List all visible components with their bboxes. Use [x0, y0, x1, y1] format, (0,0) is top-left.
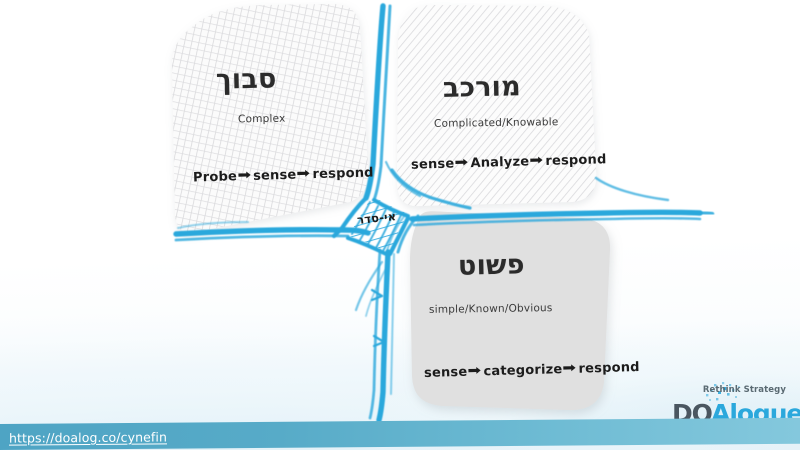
arrow-icon: ➡: [454, 155, 469, 171]
url-bar: https://doalog.co/cynefin: [0, 424, 800, 450]
quadrant-title-complicated: מורכב: [442, 71, 522, 104]
quadrant-subtitle-complicated: Complicated/Knowable: [433, 116, 559, 130]
flow-step-respond: respond: [312, 165, 374, 183]
flow-step-sense: sense: [410, 156, 455, 173]
arrow-icon: ➡: [467, 363, 482, 379]
url-link[interactable]: https://doalog.co/cynefin: [9, 428, 167, 446]
cynefin-blue-boundaries: [173, 3, 703, 423]
flow-step-respond: respond: [545, 152, 607, 169]
quadrant-complex-shape: [171, 4, 369, 233]
logo-tagline: Rethink Strategy: [702, 385, 786, 395]
quadrant-subtitle-complex: Complex: [237, 112, 286, 126]
flow-step-categorize: categorize: [483, 362, 563, 380]
flow-step-sense: sense: [252, 167, 297, 184]
arrow-icon: ➡: [562, 360, 577, 377]
flow-step-respond: respond: [578, 359, 640, 377]
arrow-icon: ➡: [296, 166, 311, 182]
logo-particles-icon: [706, 382, 740, 401]
quadrant-title-complex: סבוך: [215, 63, 277, 96]
flow-step-sense: sense: [423, 364, 468, 382]
flow-step-analyze: Analyze: [470, 154, 530, 172]
flow-step-probe: Probe: [192, 169, 238, 186]
arrow-icon: ➡: [529, 153, 544, 169]
quadrant-complicated-shape: [397, 5, 597, 207]
arrow-icon: ➡: [237, 167, 252, 184]
quadrant-subtitle-simple: simple/Known/Obvious: [428, 302, 553, 316]
quadrant-title-simple: פשוט: [457, 249, 525, 282]
quadrant-simple-shape: [410, 211, 611, 411]
